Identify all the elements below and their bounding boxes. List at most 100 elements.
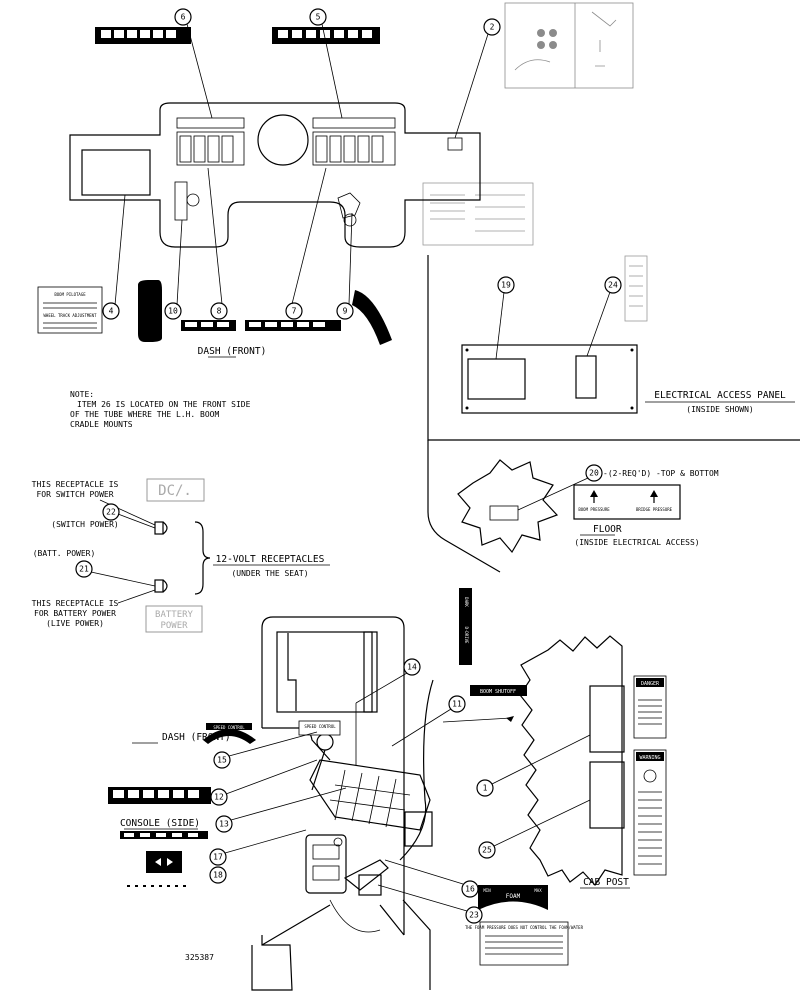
svg-text:16: 16 [465,885,475,894]
electrical-access-panel [461,344,638,414]
svg-text:2: 2 [490,23,495,32]
boom-shutoff-decal: BOOM SHUTOFF [470,685,527,696]
floor-frame [427,440,501,573]
caption-inside-shown: (INSIDE SHOWN) [686,405,753,414]
svg-text:6: 6 [181,13,186,22]
svg-text:19: 19 [501,281,511,290]
svg-text:WARNING: WARNING [639,755,660,761]
foam-decal: FOAM MIN MAX [478,885,548,910]
caption-under-seat: (UNDER THE SEAT) [231,569,308,578]
note-item-26: NOTE: ITEM 26 IS LOCATED ON THE FRONT SI… [70,390,251,429]
receptacle-battery-power [154,579,168,593]
callout-4: 4 [102,302,120,320]
svg-text:10: 10 [168,307,178,316]
speed-control-decal: SPEED CONTROL [203,723,256,744]
console-outline [251,616,434,991]
callout-15: 15 [213,751,231,769]
svg-text:THIS RECEPTACLE IS: THIS RECEPTACLE IS [32,599,119,608]
svg-text:CRADLE MOUNTS: CRADLE MOUNTS [70,420,133,429]
foam-pressure-notice-decal: THE FOAM PRESSURE DOES NOT CONTROL THE F… [465,921,584,966]
tag-batt-power: (BATT. POWER) [33,549,96,558]
callout-1: 1 [476,779,494,797]
svg-text:BOOM PILOTAGE: BOOM PILOTAGE [54,292,86,297]
vertical-decal: DARK D-DRIVE [459,588,472,665]
callout-8: 8 [210,302,228,320]
svg-text:WHEEL TRACK ADJUSTMENT: WHEEL TRACK ADJUSTMENT [44,313,98,318]
svg-text:15: 15 [217,756,227,765]
cab-post [519,635,625,886]
svg-text:4: 4 [109,307,114,316]
svg-text:BOOM PRESSURE: BOOM PRESSURE [578,507,610,512]
svg-text:FOR SWITCH POWER: FOR SWITCH POWER [36,490,113,499]
callout-18: 18 [209,866,227,884]
callout-25: 25 [478,841,496,859]
dash-front-top [69,102,481,248]
receptacle-text-battery: THIS RECEPTACLE IS FOR BATTERY POWER (LI… [32,599,119,628]
callout-6: 6 [174,8,192,26]
callout-10: 10 [164,302,182,320]
caption-cab-post: CAB POST [583,877,629,888]
callout-23: 23 [465,906,483,924]
decal-sheet-24 [624,255,648,322]
receptacle-text-switch: THIS RECEPTACLE IS FOR SWITCH POWER [32,480,119,499]
decal-sheet-center [422,182,534,246]
tag-switch-power: (SWITCH POWER) [51,520,118,529]
callout-14: 14 [403,658,421,676]
svg-text:OF THE TUBE WHERE THE L.H. BOO: OF THE TUBE WHERE THE L.H. BOOM [70,410,219,419]
svg-text:12: 12 [214,793,224,802]
svg-text:22: 22 [106,508,116,517]
svg-text:1: 1 [483,784,488,793]
caption-console-side: CONSOLE (SIDE) [120,818,200,829]
throttle-decal-10 [138,280,162,342]
svg-text:MAX: MAX [534,888,542,893]
svg-text:D-DRIVE: D-DRIVE [464,627,469,644]
svg-text:7: 7 [292,307,297,316]
svg-text:ITEM 26 IS LOCATED ON THE FRON: ITEM 26 IS LOCATED ON THE FRONT SIDE [77,400,251,409]
operating-instruction-decal [504,2,634,89]
drawing-number: 325387 [185,953,214,962]
receptacle-switch-power [154,521,168,535]
console-side-strip [120,831,208,839]
svg-text:NOTE:: NOTE: [70,390,94,399]
callout-21: 21 [75,560,93,578]
callout-7: 7 [285,302,303,320]
switch-decal-strip-12 [108,787,211,804]
svg-text:9: 9 [343,307,348,316]
svg-text:5: 5 [316,13,321,22]
svg-text:BATTERY: BATTERY [155,610,194,620]
callout-22: 22 [102,503,120,521]
ignition-decal-9 [352,290,392,345]
dc-decal: DC/. [146,478,205,502]
svg-text:BRIDGE PRESSURE: BRIDGE PRESSURE [636,507,673,512]
switch-decal-strip-8 [181,320,236,331]
svg-text:MIN: MIN [483,888,491,893]
svg-text:(LIVE POWER): (LIVE POWER) [46,619,104,628]
battery-power-decal: BATTERY POWER [145,605,203,633]
callout-24: 24 [604,276,622,294]
svg-text:25: 25 [482,846,492,855]
callout-13: 13 [215,815,233,833]
caption-electrical-access-panel: ELECTRICAL ACCESS PANEL [654,390,786,401]
arrow-decal [146,851,182,873]
decal-2-location [447,137,463,151]
svg-text:DC/.: DC/. [158,483,192,499]
boom-pilotage-decal-4: BOOM PILOTAGE WHEEL TRACK ADJUSTMENT [37,286,103,334]
svg-text:13: 13 [219,820,229,829]
svg-text:21: 21 [79,565,89,574]
svg-text:11: 11 [452,700,462,709]
receptacles-bracket [194,521,211,595]
boom-bridge-pressure-decal: BOOM PRESSURE BRIDGE PRESSURE [573,484,681,520]
svg-text:14: 14 [407,663,417,672]
callout-2: 2 [483,18,501,36]
floor-plate [457,459,559,554]
callout-11: 11 [448,695,466,713]
callout-20: 20 [585,464,603,482]
svg-text:18: 18 [213,871,223,880]
caption-inside-electrical-access: (INSIDE ELECTRICAL ACCESS) [574,538,699,547]
svg-text:23: 23 [469,911,479,920]
svg-text:SPEED CONTROL: SPEED CONTROL [213,725,245,730]
callout-19: 19 [497,276,515,294]
caption-dash-front-lower: DASH (FRONT) [162,732,231,743]
svg-text:24: 24 [608,281,618,290]
